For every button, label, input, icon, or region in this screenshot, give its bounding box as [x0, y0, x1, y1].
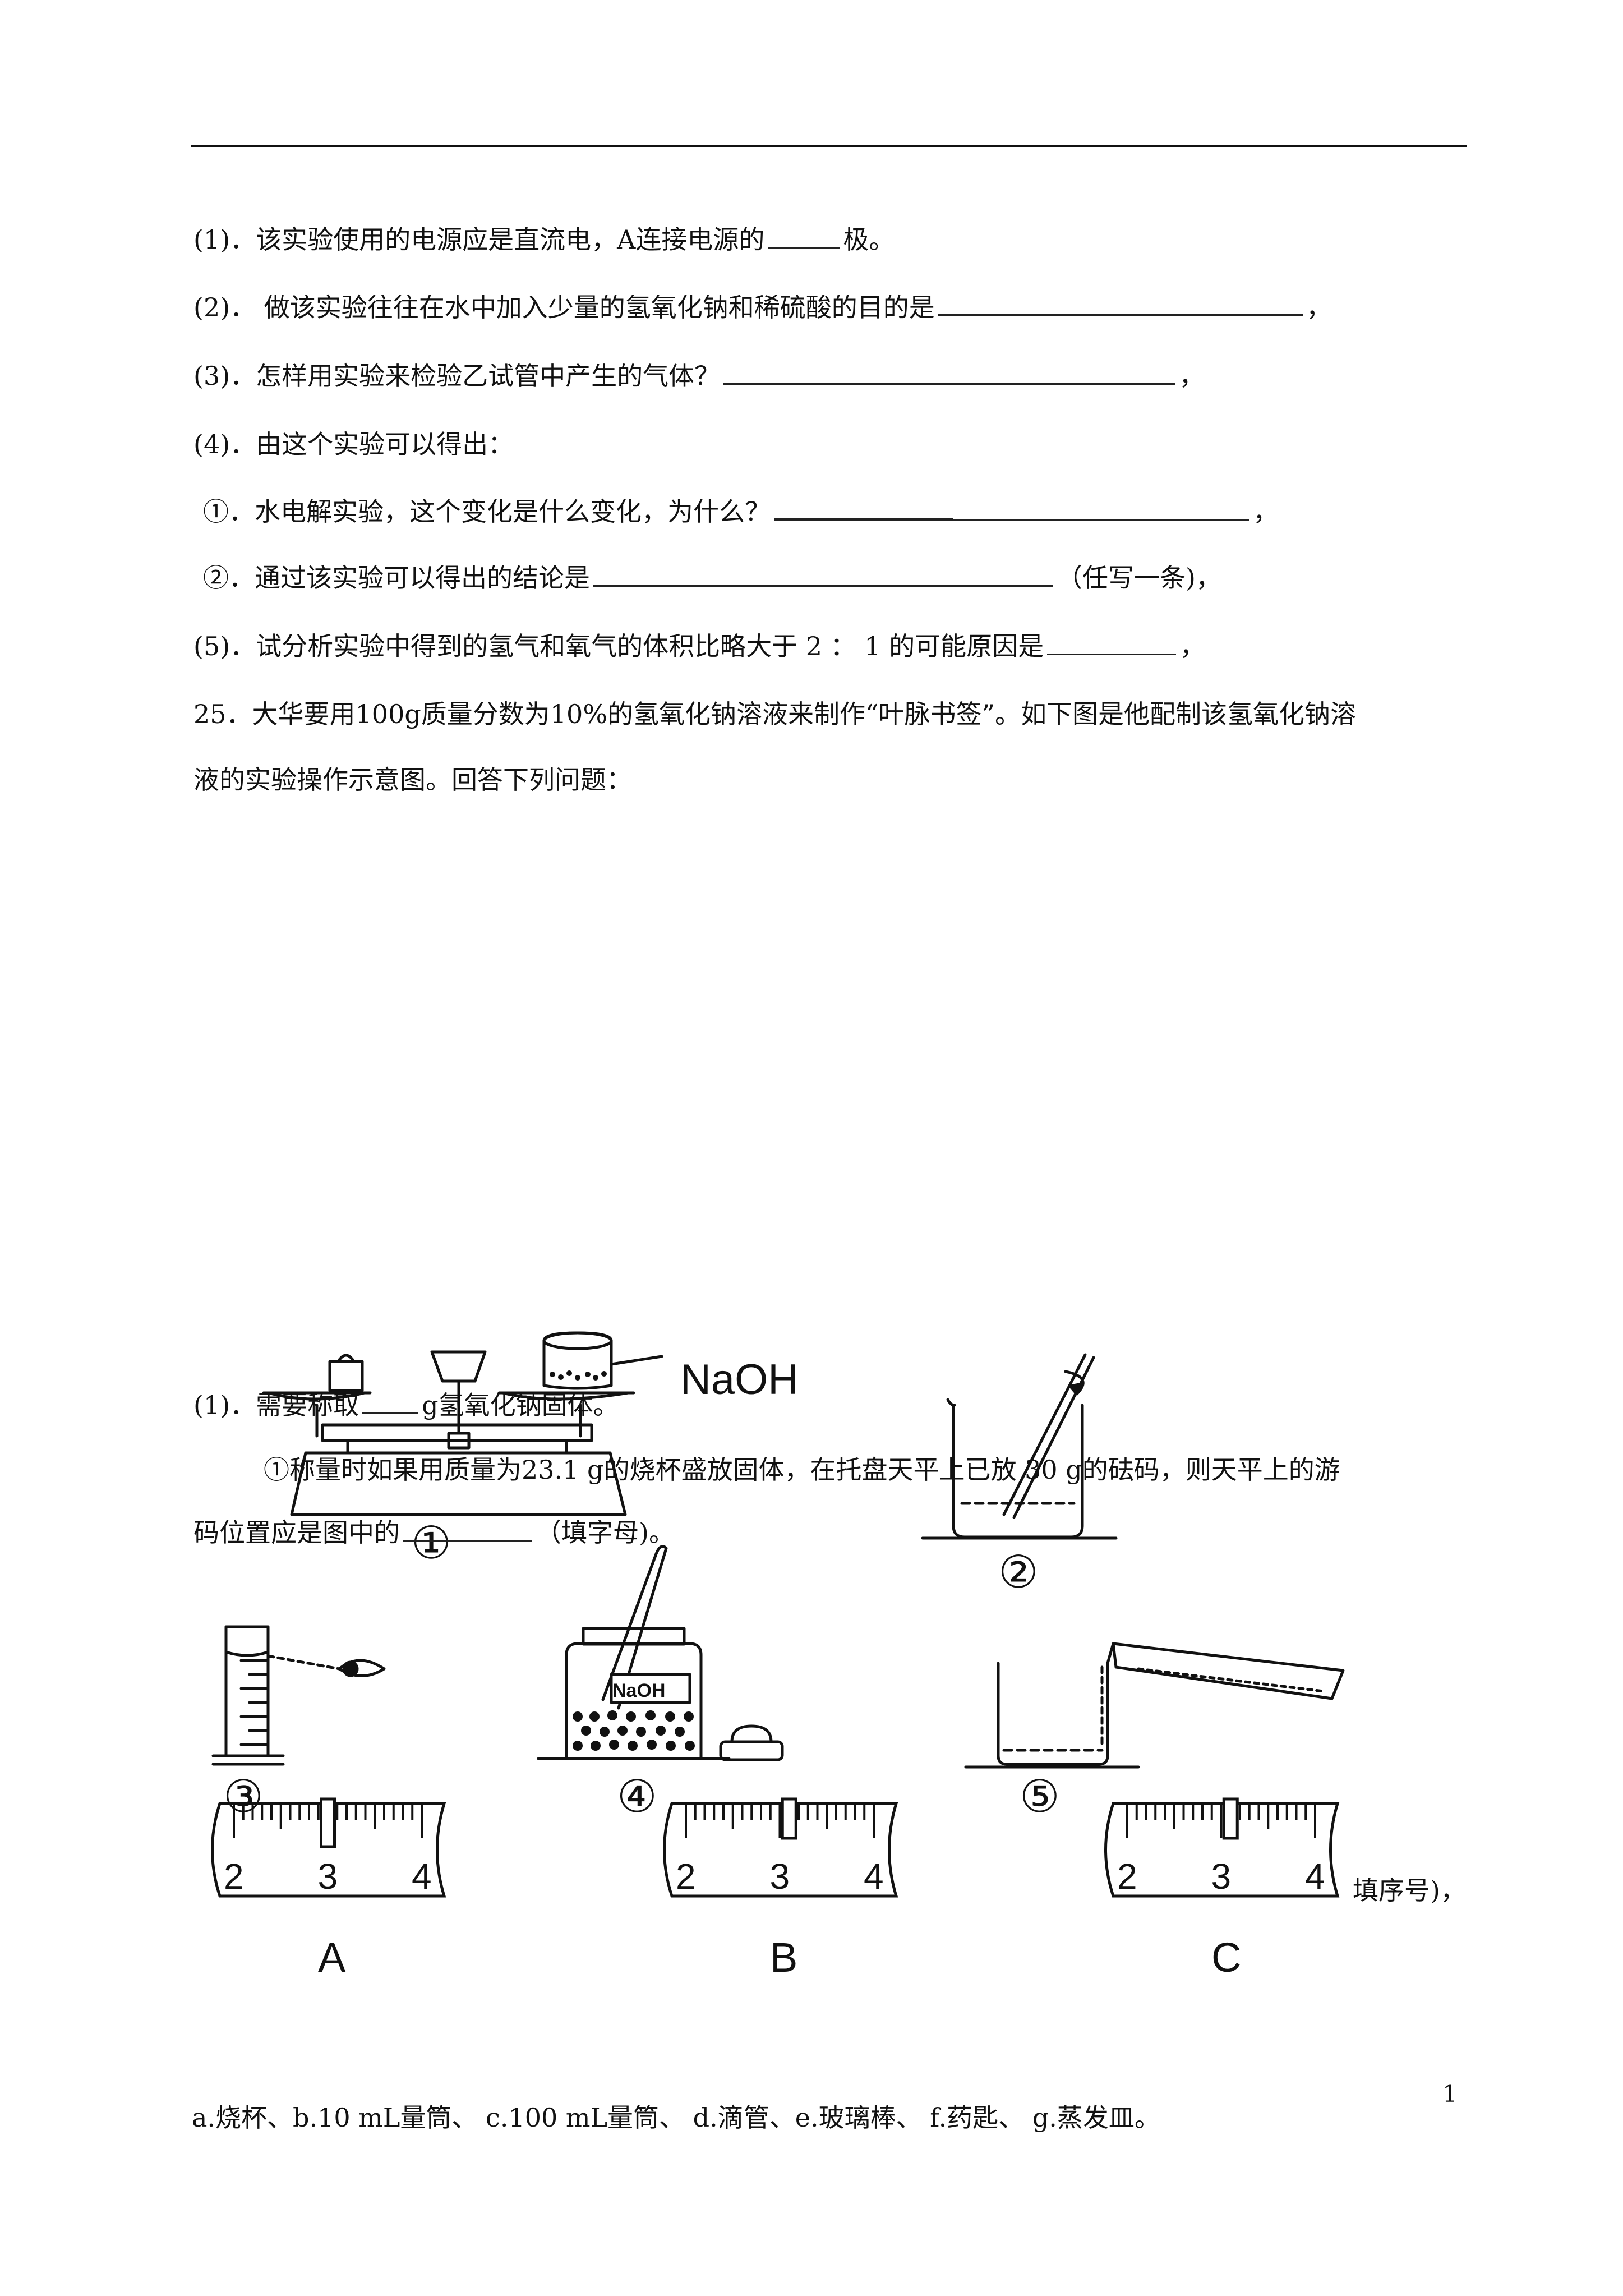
ruler-C: 2 3 4C	[1104, 1797, 1340, 1981]
ruler-tick-label: 3	[770, 1856, 790, 1897]
stirring-beaker	[921, 1353, 1118, 1540]
ruler-slider	[1222, 1797, 1239, 1840]
question-4a: ①．水电解实验，这个变化是什么变化，为什么？，	[203, 496, 1279, 527]
answer-blank[interactable]	[768, 224, 840, 249]
step-1-label: ①	[411, 1518, 451, 1568]
answer-blank[interactable]	[774, 496, 953, 521]
page-number: 1	[1442, 2080, 1458, 2108]
ruler-letter: B	[770, 1934, 797, 1981]
sub-question-1a: ①称量时如果用质量为23.1 g的烧杯盛放固体，在托盘天平上已放 30 g的砝码…	[264, 1455, 1340, 1485]
ruler-body	[1104, 1802, 1340, 1898]
ruler-letter: C	[1211, 1934, 1241, 1981]
ruler-tick-label: 2	[676, 1856, 696, 1897]
naoh-granules	[550, 1370, 607, 1381]
jar-granules	[573, 1710, 695, 1751]
question-2: (2)． 做该实验往往在水中加入少量的氢氧化钠和稀硫酸的目的是，	[193, 292, 1332, 323]
step-2-label: ②	[998, 1547, 1039, 1597]
ruler-body	[211, 1802, 446, 1898]
answer-blank[interactable]	[403, 1517, 532, 1542]
jar-label: NaOH	[612, 1680, 665, 1701]
answer-blank[interactable]	[938, 292, 1303, 316]
ruler-slider	[320, 1797, 336, 1848]
ruler-options: 2 3 4A 2 3 4B 2 3 4C	[211, 1797, 1340, 1981]
answer-blank[interactable]	[1047, 631, 1177, 655]
ruler-tick-label: 2	[1117, 1856, 1137, 1897]
sub-question-1a-cont: 码位置应是图中的（填字母)。	[193, 1517, 675, 1548]
step-4-label: ④	[617, 1772, 657, 1821]
question-5: (5)．试分析实验中得到的氢气和氧气的体积比略大于 2 ： 1 的可能原因是，	[193, 631, 1206, 661]
ruler-tick-label: 4	[864, 1856, 884, 1897]
balance-diagram	[262, 1331, 663, 1516]
reagent-jar	[537, 1545, 784, 1761]
sub-question-tail: 填序号)，	[1353, 1875, 1466, 1906]
step-5-label: ⑤	[1020, 1772, 1060, 1821]
answer-blank[interactable]	[362, 1390, 419, 1414]
ruler-tick-label: 3	[318, 1856, 338, 1897]
ruler-tick-label: 4	[412, 1856, 432, 1897]
answer-blank[interactable]	[723, 361, 1176, 385]
question-25-line-2: 液的实验操作示意图。回答下列问题：	[193, 765, 632, 795]
ruler-tick-label: 4	[1305, 1856, 1325, 1897]
question-25-line-1: 25．大华要用100g质量分数为10%的氢氧化钠溶液来制作“叶脉书签”。如下图是…	[193, 699, 1357, 729]
graduated-cylinder	[211, 1625, 386, 1766]
answer-blank[interactable]	[593, 563, 1053, 587]
ruler-slider	[781, 1797, 797, 1840]
ruler-A: 2 3 4A	[211, 1797, 446, 1981]
ruler-B: 2 3 4B	[663, 1797, 898, 1981]
ruler-tick-label: 3	[1211, 1856, 1232, 1897]
ruler-body	[663, 1802, 898, 1898]
answer-blank[interactable]	[953, 496, 1249, 521]
options-list: a.烧杯、b.10 mL量筒、 c.100 mL量筒、 d.滴管、e.玻璃棒、 …	[192, 2102, 1160, 2133]
question-3: (3)．怎样用实验来检验乙试管中产生的气体？，	[193, 361, 1205, 391]
naoh-label: NaOH	[680, 1356, 799, 1404]
pouring-beaker	[964, 1642, 1345, 1769]
question-1: (1)．该实验使用的电源应是直流电，A连接电源的极。	[193, 224, 895, 255]
ruler-letter: A	[318, 1934, 346, 1981]
header-rule	[191, 145, 1467, 147]
ruler-tick-label: 2	[224, 1856, 244, 1897]
question-4b: ②．通过该实验可以得出的结论是（任写一条)，	[203, 563, 1221, 593]
question-4: (4)．由这个实验可以得出：	[193, 429, 514, 459]
